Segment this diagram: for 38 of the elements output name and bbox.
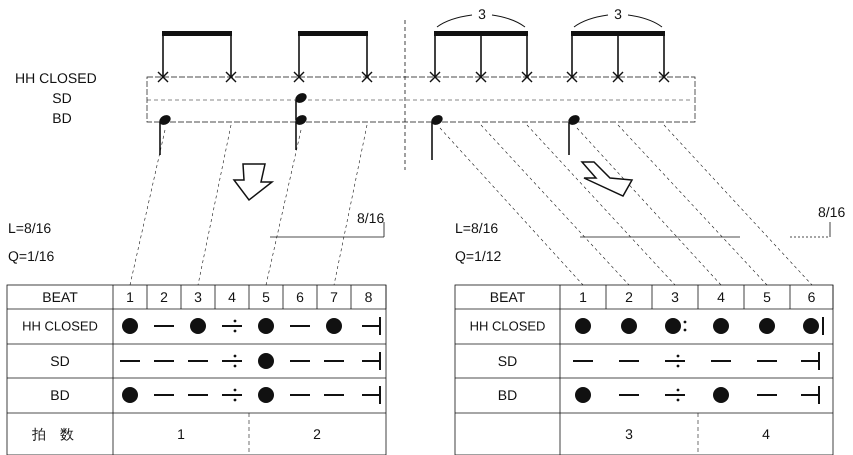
track-name: HH CLOSED — [15, 71, 97, 85]
row-header: BD — [498, 388, 518, 402]
beat-number: 7 — [330, 290, 338, 304]
beat-number: 1 — [579, 290, 587, 304]
row-header: HH CLOSED — [22, 320, 98, 332]
beat-count: 2 — [313, 427, 321, 441]
length-value: L=8/16 — [8, 221, 52, 235]
beat-number: 6 — [808, 290, 816, 304]
column-header: BEAT — [42, 290, 78, 304]
tuplet-number: 3 — [478, 7, 486, 21]
row-header: BD — [50, 388, 70, 402]
fraction-label: 8/16 — [818, 205, 846, 219]
beat-number: 2 — [625, 290, 633, 304]
tuplet-number: 3 — [614, 7, 622, 21]
beat-number: 4 — [717, 290, 725, 304]
beat-count: 3 — [625, 427, 633, 441]
track-name: SD — [52, 91, 72, 105]
beat-count: 4 — [762, 427, 770, 441]
row-header: SD — [498, 354, 518, 368]
length-value: L=8/16 — [455, 221, 498, 235]
column-header: BEAT — [490, 290, 526, 304]
beat-number: 2 — [160, 290, 168, 304]
track-name: BD — [52, 111, 72, 125]
row-header: 拍数 — [32, 427, 88, 441]
beat-number: 4 — [228, 290, 236, 304]
row-header: HH CLOSED — [470, 320, 546, 332]
beat-number: 3 — [194, 290, 202, 304]
row-header: SD — [50, 354, 70, 368]
beat-count: 1 — [177, 427, 185, 441]
beat-number: 6 — [296, 290, 304, 304]
beat-number: 3 — [671, 290, 679, 304]
beat-number: 8 — [364, 290, 372, 304]
beat-number: 1 — [126, 290, 134, 304]
quantize-value: Q=1/16 — [8, 249, 54, 263]
beat-number: 5 — [262, 290, 270, 304]
fraction-label: 8/16 — [357, 211, 384, 225]
beat-number: 5 — [763, 290, 771, 304]
quantize-value: Q=1/12 — [455, 249, 502, 263]
